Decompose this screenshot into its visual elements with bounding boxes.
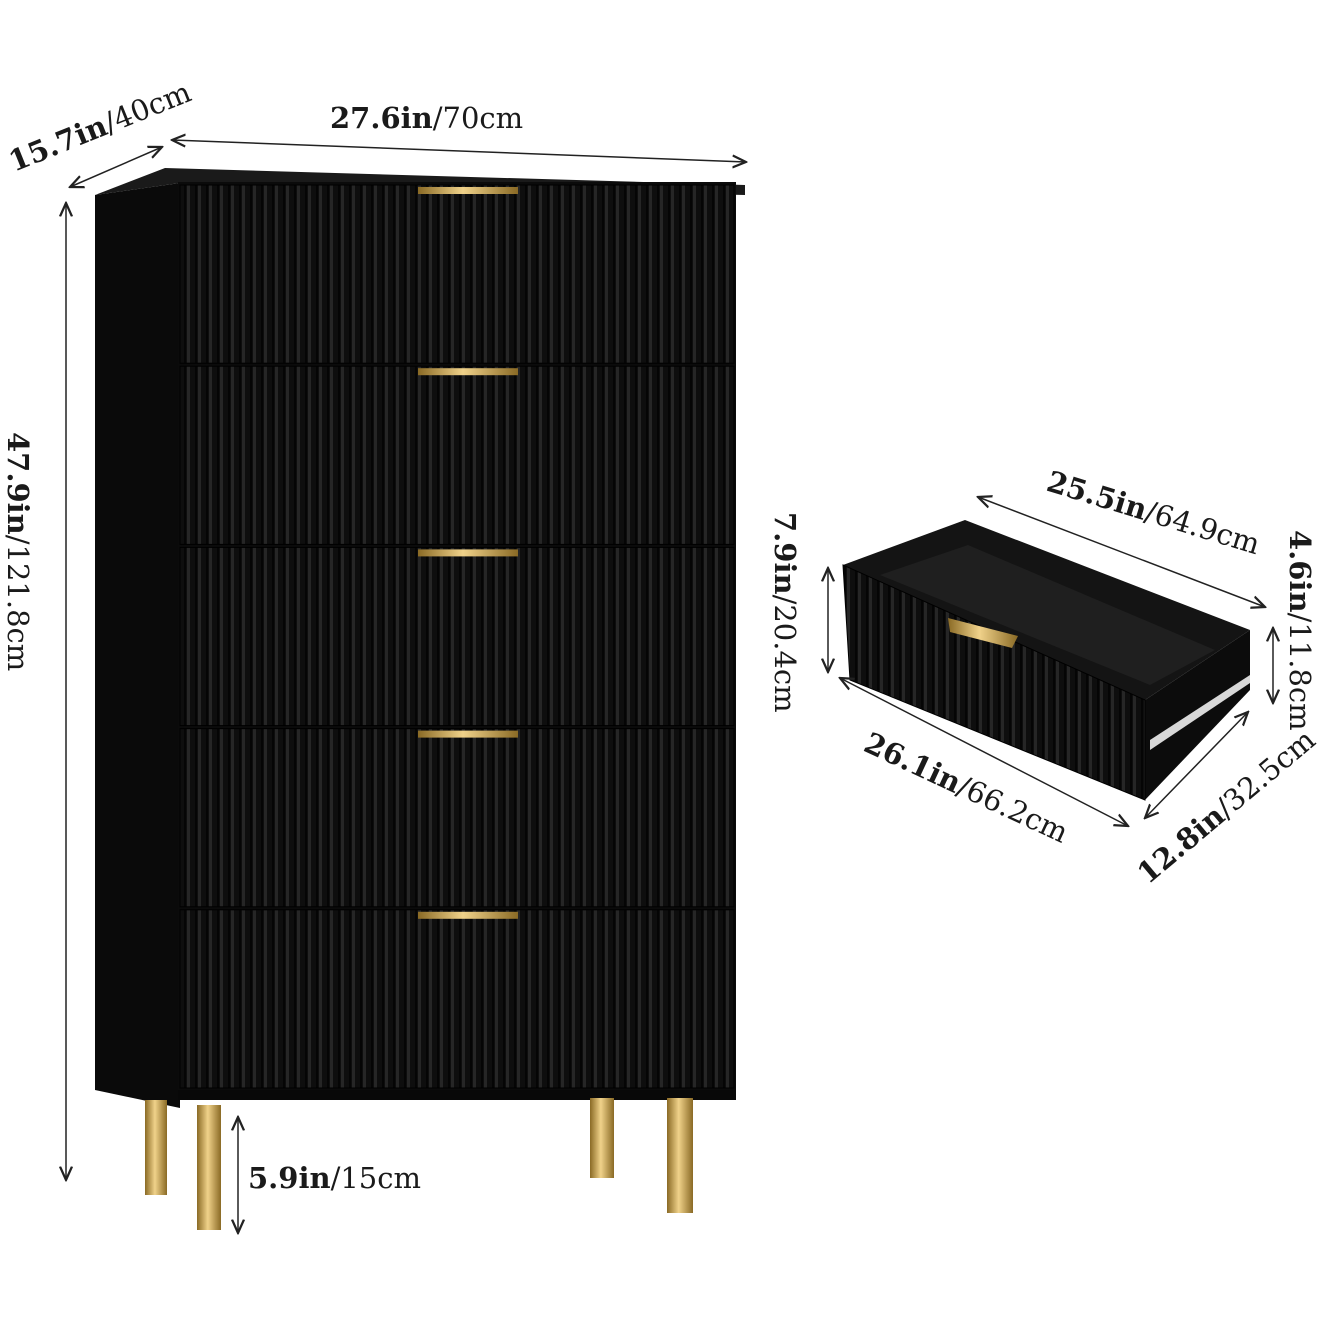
drawer-front-1 — [179, 184, 735, 364]
dresser — [95, 168, 745, 1230]
height-label: 47.9in/121.8cm — [1, 432, 35, 671]
dresser-base — [178, 1090, 736, 1100]
drawer-floor — [880, 545, 1215, 685]
width-label: 27.6in/70cm — [330, 101, 523, 135]
leg — [145, 1100, 167, 1195]
drawer-handle — [418, 730, 518, 738]
drawer-handle — [418, 368, 518, 376]
drawer-front-height-label: 7.9in/20.4cm — [768, 512, 802, 713]
leg — [667, 1098, 693, 1213]
width-dimension-line — [172, 140, 746, 162]
drawer-front-width-line — [840, 678, 1128, 826]
drawer-inner-width-line — [978, 497, 1265, 607]
depth-dimension-line — [70, 147, 162, 187]
drawer-depth-line — [1145, 712, 1248, 818]
legs — [145, 1098, 693, 1230]
drawer-handle — [418, 911, 518, 919]
leg — [590, 1098, 614, 1178]
drawer-handle — [418, 187, 518, 194]
drawer-handle — [418, 549, 518, 557]
drawer-handle — [948, 618, 1018, 648]
leg — [197, 1105, 221, 1230]
drawer-inner-height-label: 4.6in/11.8cm — [1283, 530, 1317, 731]
drawer-front-5 — [179, 909, 735, 1089]
dresser-side-panel — [95, 183, 180, 1108]
drawer-inner-width-label: 25.5in/64.9cm — [1043, 464, 1264, 561]
drawer-front-2 — [179, 365, 735, 545]
depth-label: 15.7in/40cm — [4, 75, 196, 179]
drawer-front-4 — [179, 728, 735, 908]
leg-height-label: 5.9in/15cm — [248, 1161, 421, 1195]
drawer-front-3 — [179, 546, 735, 727]
